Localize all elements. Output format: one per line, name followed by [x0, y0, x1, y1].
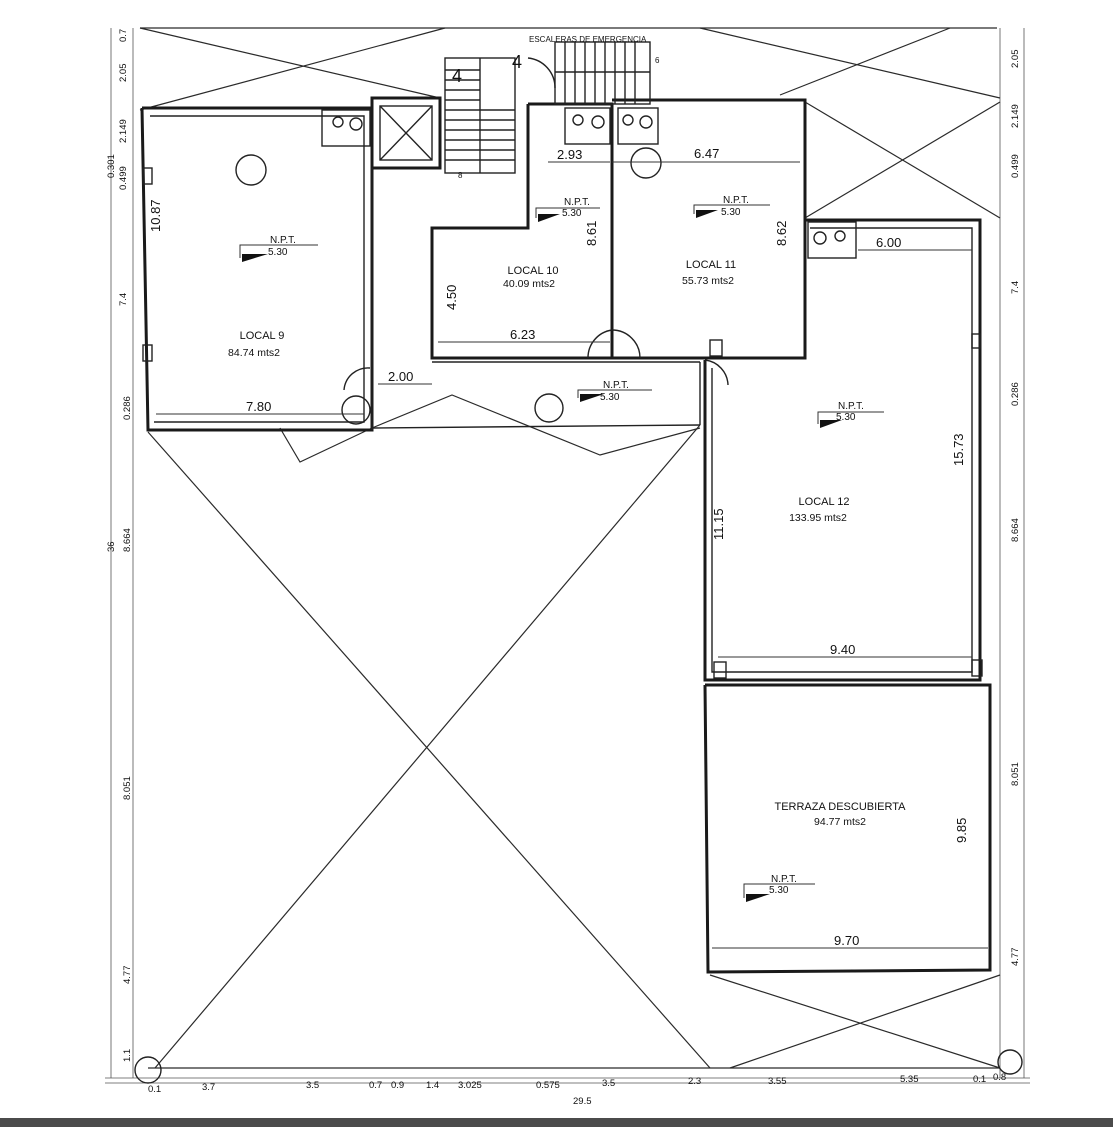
room-name-local-9: LOCAL 9 [240, 330, 285, 342]
npt-value-terraza: 5.30 [769, 885, 789, 896]
dim-2-00: 2.00 [388, 369, 413, 384]
room-area-local-12: 133.95 mts2 [789, 512, 847, 524]
grid-lines [105, 28, 1030, 1084]
stair-mark: 4 [452, 66, 462, 86]
left-axis-dim: 1.1 [122, 1049, 133, 1062]
bottom-axis-dim: 5.35 [900, 1074, 919, 1085]
left-axis-dim: 4.77 [122, 966, 133, 985]
npt-value-local-11: 5.30 [721, 207, 741, 218]
room-name-terraza: TERRAZA DESCUBIERTA [774, 801, 906, 813]
bottom-axis-dim: 0.1 [148, 1084, 161, 1095]
stair-mark: 4 [512, 52, 522, 72]
level-markers [239, 204, 884, 902]
right-axis-dim: 4.77 [1010, 948, 1021, 967]
dim-9-40: 9.40 [830, 642, 855, 657]
emergency-stairs [444, 41, 651, 174]
right-axis-dim: 2.05 [1010, 50, 1021, 69]
npt-label-corridor: N.P.T. [603, 380, 629, 391]
dim-9-70: 9.70 [834, 933, 859, 948]
left-axis-dim: 7.4 [118, 293, 129, 306]
dimension-lines [156, 161, 988, 949]
right-axis-dim: 2.149 [1010, 104, 1021, 128]
roof-lines-top [139, 27, 1001, 219]
npt-value-local-12: 5.30 [836, 412, 856, 423]
right-axis-dim: 8.051 [1010, 762, 1021, 786]
dim-6-23: 6.23 [510, 327, 535, 342]
bottom-axis-dim: 0.9 [391, 1080, 404, 1091]
stair-mark: 8 [458, 171, 463, 180]
dim-10-87: 10.87 [148, 199, 163, 232]
left-axis-dim: 0.7 [118, 29, 129, 42]
bottom-axis-dim: 3.55 [768, 1076, 787, 1087]
npt-label-local-9: N.P.T. [270, 235, 296, 246]
dim-6-47: 6.47 [694, 146, 719, 161]
room-name-local-10: LOCAL 10 [508, 265, 559, 277]
right-axis-dim: 7.4 [1010, 281, 1021, 294]
right-axis-dim: 8.664 [1010, 518, 1021, 542]
bottom-bar [0, 1118, 1113, 1127]
dim-7-80: 7.80 [246, 399, 271, 414]
dim-2-93: 2.93 [557, 147, 582, 162]
dim-15-73: 15.73 [951, 433, 966, 466]
room-area-local-11: 55.73 mts2 [682, 275, 734, 287]
column-marks [142, 167, 983, 679]
bottom-axis-dim: 0.1 [973, 1074, 986, 1085]
npt-value-corridor: 5.30 [600, 392, 620, 403]
left-axis-dim: 0.301 [106, 154, 117, 178]
dim-8-61: 8.61 [584, 221, 599, 246]
left-axis-dim: 8.664 [122, 528, 133, 552]
bottom-axis-dim: 3.7 [202, 1082, 215, 1093]
room-area-local-9: 84.74 mts2 [228, 347, 280, 359]
left-axis-dim: 36 [106, 541, 117, 552]
npt-value-local-9: 5.30 [268, 247, 288, 258]
round-fixtures [134, 147, 1023, 1084]
room-name-local-11: LOCAL 11 [686, 259, 736, 271]
left-axis-dim: 0.286 [122, 396, 133, 420]
dim-8-62: 8.62 [774, 221, 789, 246]
npt-label-local-11: N.P.T. [723, 195, 749, 206]
npt-label-local-12: N.P.T. [838, 401, 864, 412]
bottom-axis-dim: 2.3 [688, 1076, 701, 1087]
walls [140, 96, 992, 974]
bottom-axis-dim: 3.5 [306, 1080, 319, 1091]
room-area-terraza: 94.77 mts2 [814, 816, 866, 828]
npt-label-local-10: N.P.T. [564, 197, 590, 208]
bottom-axis-dim: 0.7 [369, 1080, 382, 1091]
bottom-axis-total-partial: 29.5 [573, 1096, 592, 1107]
dim-9-85: 9.85 [954, 818, 969, 843]
bottom-axis-dim: 1.4 [426, 1080, 439, 1091]
right-axis-dim: 0.499 [1010, 154, 1021, 178]
bottom-axis-dim: 0.8 [993, 1072, 1006, 1083]
npt-label-terraza: N.P.T. [771, 874, 797, 885]
left-axis-dim: 2.149 [118, 119, 129, 143]
dim-4-50: 4.50 [444, 285, 459, 310]
roof-lines-lower [147, 394, 1001, 1069]
room-area-local-10: 40.09 mts2 [503, 278, 555, 290]
left-axis-dim: 2.05 [118, 64, 129, 83]
stair-mark: 6 [655, 56, 660, 65]
emergency-stairs-title: ESCALERAS DE EMERGENCIA [529, 35, 647, 44]
left-axis-dim: 8.051 [122, 776, 133, 800]
dim-11-15: 11.15 [711, 508, 726, 540]
bottom-axis-dim: 3.5 [602, 1078, 615, 1089]
dim-6-00: 6.00 [876, 235, 901, 250]
room-name-local-12: LOCAL 12 [799, 496, 850, 508]
right-axis-dim: 0.286 [1010, 382, 1021, 406]
bottom-axis-dim: 0.575 [536, 1080, 560, 1091]
toilet-fixtures [321, 107, 857, 259]
bottom-axis-dim: 3.025 [458, 1080, 482, 1091]
left-axis-dim: 0.499 [118, 166, 129, 190]
npt-value-local-10: 5.30 [562, 208, 582, 219]
